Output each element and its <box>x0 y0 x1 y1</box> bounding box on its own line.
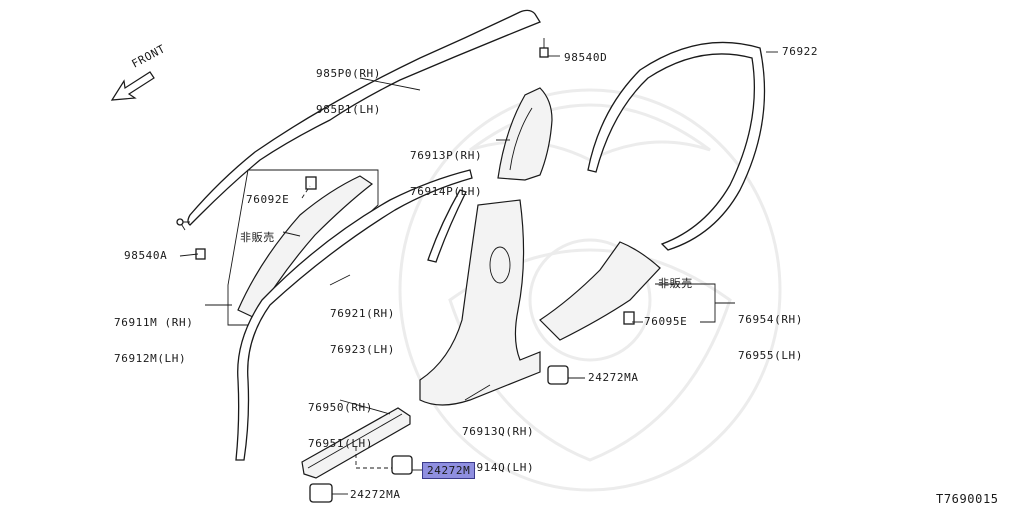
callout-24272ma-lower[interactable]: 24272MA <box>350 488 401 501</box>
callout-24272ma-upper[interactable]: 24272MA <box>588 371 639 384</box>
clip-24272m-icon <box>391 455 413 475</box>
callout-line: 76914P(LH) <box>410 185 483 198</box>
callout-76921[interactable]: 76921(RH) 76923(LH) <box>330 286 395 366</box>
callout-line: 76913P(RH) <box>410 149 483 162</box>
callout-line: 76913Q(RH) <box>462 425 535 438</box>
callout-line: 76921(RH) <box>330 307 396 320</box>
callout-line: 76911M (RH) <box>114 316 194 329</box>
callout-76950[interactable]: 76950(RH) 76951(LH) <box>308 380 373 460</box>
callout-line: 76912M(LH) <box>114 352 187 365</box>
clip-24272ma-upper-icon <box>547 365 569 385</box>
callout-985p0[interactable]: 985P0(RH) 985P1(LH) <box>316 46 381 126</box>
callout-line: 76914Q(LH) <box>462 461 535 474</box>
weatherstrip-76921 <box>235 169 473 461</box>
callout-76913q[interactable]: 76913Q(RH) 76914Q(LH) <box>462 404 534 484</box>
callout-76911m[interactable]: 76911M (RH) 76912M(LH) <box>114 295 193 375</box>
weatherstrip-76922 <box>587 41 766 251</box>
pillar-trim-76913p <box>497 87 553 181</box>
not-for-sale-label: 非販売 <box>240 231 275 244</box>
callout-76913p[interactable]: 76913P(RH) 76914P(LH) <box>410 128 482 208</box>
bolt-98540d-icon <box>539 38 549 58</box>
drawing-id: T7690015 <box>936 492 999 506</box>
callout-line: 985P1(LH) <box>316 103 382 116</box>
sill-plate-76950 <box>301 407 411 479</box>
callout-line: 76950(RH) <box>308 401 374 414</box>
callout-24272m-highlighted[interactable]: 24272M <box>422 462 476 479</box>
callout-76095e[interactable]: 76095E <box>644 315 688 328</box>
callout-line: 985P0(RH) <box>316 67 382 80</box>
front-arrow-icon <box>110 71 155 101</box>
clip-24272ma-lower-icon <box>309 483 333 503</box>
callout-line: 76923(LH) <box>330 343 396 356</box>
curtain-airbag <box>176 9 541 231</box>
pillar-trim-76913q <box>419 199 541 406</box>
callout-98540a[interactable]: 98540A <box>124 249 168 262</box>
callout-76092e[interactable]: 76092E <box>246 193 290 206</box>
callout-line: 76951(LH) <box>308 437 374 450</box>
callout-76922[interactable]: 76922 <box>782 45 819 58</box>
callout-76954[interactable]: 76954(RH) 76955(LH) <box>738 292 803 372</box>
callout-line: 76954(RH) <box>738 313 804 326</box>
callout-line: 76955(LH) <box>738 349 804 362</box>
kicking-plate-76954 <box>539 241 661 341</box>
leader-lines <box>179 51 778 495</box>
callout-98540d[interactable]: 98540D <box>564 51 608 64</box>
not-for-sale-label: 非販売 <box>658 277 693 290</box>
